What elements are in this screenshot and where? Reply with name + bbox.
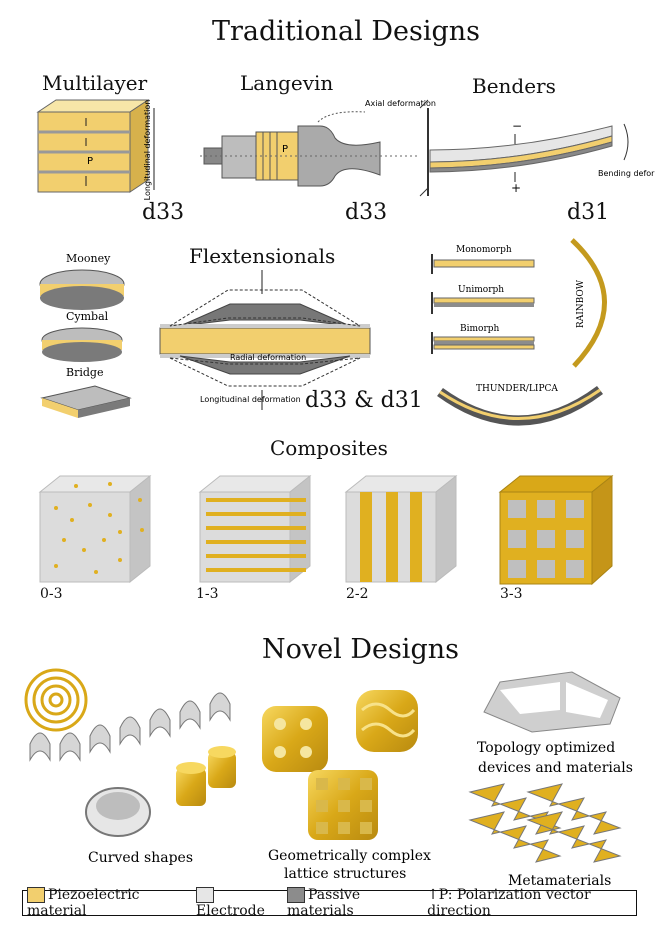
benders-title: Benders xyxy=(472,74,556,98)
unimorph-label: Unimorph xyxy=(458,285,504,295)
langevin-coefficient: d33 xyxy=(345,200,388,225)
plus-sign: + xyxy=(511,181,521,195)
lattice-label-line1: Geometrically complex xyxy=(268,848,431,864)
legend: Piezoelectric material Electrode Passive… xyxy=(22,887,637,919)
multilayer-coefficient: d33 xyxy=(142,200,185,225)
multilayer-diagram xyxy=(36,99,155,193)
benders-coefficient: d31 xyxy=(567,200,610,225)
thunder-label: THUNDER/LIPCA xyxy=(476,384,558,394)
electrode-swatch-icon xyxy=(196,887,215,903)
langevin-p-label: P xyxy=(282,144,288,155)
bimorph-label: Bimorph xyxy=(460,324,500,334)
legend-piezo-text: Piezoelectric material xyxy=(27,887,140,919)
composite-3-3 xyxy=(498,474,614,586)
curved-shapes-label: Curved shapes xyxy=(88,850,193,866)
composite-2-2 xyxy=(344,474,458,584)
langevin-diagram xyxy=(200,111,420,187)
multilayer-title: Multilayer xyxy=(42,71,148,95)
flextensional-coefficient: d33 & d31 xyxy=(305,388,423,413)
rainbow-label: RAINBOW xyxy=(576,279,586,328)
topology-label-line1: Topology optimized xyxy=(477,740,615,756)
flextensionals-title: Flextensionals xyxy=(189,244,336,268)
piezo-swatch-icon xyxy=(27,887,45,903)
benders-diagram xyxy=(419,99,629,197)
flextensional-variants xyxy=(39,269,132,418)
composite-1-3 xyxy=(198,474,312,584)
traditional-designs-title: Traditional Designs xyxy=(212,16,481,47)
legend-polarization: ↑P: Polarization vector direction xyxy=(427,887,591,919)
metamaterials-label: Metamaterials xyxy=(508,873,611,889)
bridge-label: Bridge xyxy=(66,366,103,379)
lattice-illustration xyxy=(262,690,418,840)
passive-swatch-icon xyxy=(287,887,305,903)
minus-sign: − xyxy=(512,119,522,133)
flextensional-longitudinal-label: Longitudinal deformation xyxy=(200,395,301,404)
composite-label-2-2: 2-2 xyxy=(346,586,369,602)
legend-passive: Passive materials xyxy=(287,887,417,919)
longitudinal-deformation-label: Longitudinal deformation xyxy=(143,100,152,201)
composite-label-0-3: 0-3 xyxy=(40,586,63,602)
topology-label-line2: devices and materials xyxy=(478,760,633,776)
novel-designs-title: Novel Designs xyxy=(262,634,459,665)
radial-deformation-label: Radial deformation xyxy=(230,353,306,362)
morph-diagrams xyxy=(431,238,607,426)
metamaterials-illustration xyxy=(468,783,622,863)
mooney-label: Mooney xyxy=(66,252,111,265)
multilayer-p-label: P xyxy=(87,156,93,167)
lattice-label-line2: lattice structures xyxy=(284,866,406,882)
monomorph-label: Monomorph xyxy=(456,245,512,255)
legend-passive-text: Passive materials xyxy=(287,887,361,919)
legend-electrode: Electrode xyxy=(196,887,277,919)
curved-shapes-illustration xyxy=(24,668,236,837)
legend-piezo: Piezoelectric material xyxy=(27,887,186,919)
bending-deformation-label: Bending deformation xyxy=(598,169,655,178)
composites-title: Composites xyxy=(270,436,388,460)
topology-illustration xyxy=(483,671,621,733)
axial-deformation-label: Axial deformation xyxy=(365,99,436,108)
composite-label-3-3: 3-3 xyxy=(500,586,523,602)
composite-0-3 xyxy=(38,474,152,584)
langevin-title: Langevin xyxy=(240,71,334,95)
legend-electrode-text: Electrode xyxy=(196,903,265,919)
composite-label-1-3: 1-3 xyxy=(196,586,219,602)
cymbal-label: Cymbal xyxy=(66,310,109,323)
flextensional-diagram xyxy=(159,270,371,410)
